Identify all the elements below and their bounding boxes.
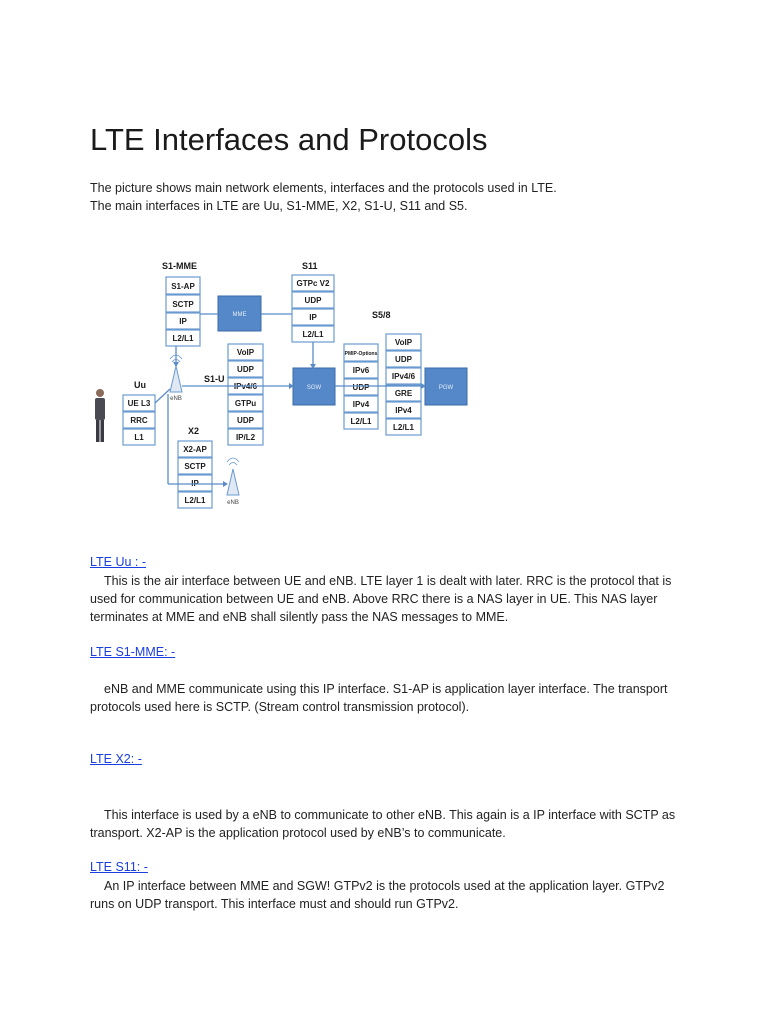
intro-paragraph: The picture shows main network elements,… (90, 179, 557, 215)
stack-label: X2-AP (183, 445, 207, 454)
stack-label: GRE (395, 389, 413, 398)
user-person-icon (95, 389, 105, 442)
section-text-s11: An IP interface between MME and SGW! GTP… (90, 879, 665, 911)
s1u-protocol-stack: VoIP UDP IPv4/6 GTPu UDP IP/L2 (227, 343, 264, 446)
mme-node (217, 295, 262, 332)
header-s58: S5/8 (372, 310, 391, 320)
stack-label: SCTP (172, 300, 194, 309)
sgw-label: SGW (307, 385, 322, 391)
section-heading-s11[interactable]: LTE S11: - (90, 860, 148, 874)
enb2-label: eNB (227, 500, 239, 506)
stack-label: IPv4/6 (392, 372, 416, 381)
stack-label: GTPc V2 (297, 279, 330, 288)
stack-label: UDP (305, 296, 323, 305)
stack-label: L1 (134, 433, 144, 442)
stack-label: IPv4 (395, 406, 412, 415)
connection-lines (154, 313, 426, 487)
stack-label: L2/L1 (351, 417, 372, 426)
header-s11: S11 (302, 261, 318, 271)
enb-label: eNB (170, 396, 182, 402)
uu-protocol-stack: UE L3 RRC L1 (122, 394, 156, 446)
intro-line: The picture shows main network elements,… (90, 181, 557, 195)
s58-protocol-stack: VoIP UDP IPv4/6 GRE IPv4 L2/L1 (385, 333, 422, 436)
stack-label: SCTP (184, 462, 206, 471)
pgw-label: PGW (439, 385, 454, 391)
stack-label: IPv4 (353, 400, 370, 409)
section-text-uu: This is the air interface between UE and… (90, 574, 672, 624)
stack-label: RRC (130, 416, 148, 425)
stack-label: PMIP-Options (345, 351, 378, 357)
section-text-s1mme: eNB and MME communicate using this IP in… (90, 682, 668, 714)
section-text-x2: This interface is used by a eNB to commu… (90, 808, 676, 840)
stack-label: L2/L1 (393, 423, 414, 432)
stack-label: VoIP (395, 338, 413, 347)
lte-architecture-diagram: S1-MME S11 S5/8 S1-U Uu X2 S1-AP SCTP IP… (95, 261, 468, 509)
header-s1u: S1-U (204, 374, 225, 384)
stack-label: L2/L1 (173, 334, 194, 343)
section-heading-uu[interactable]: LTE Uu : - (90, 555, 147, 569)
stack-label: L2/L1 (303, 330, 324, 339)
stack-label: UE L3 (128, 399, 151, 408)
stack-label: UDP (395, 355, 413, 364)
stack-label: IP (179, 317, 187, 326)
stack-label: UDP (353, 383, 371, 392)
pmip-protocol-stack: PMIP-Options IPv6 UDP IPv4 L2/L1 (343, 343, 379, 430)
stack-label: UDP (237, 365, 255, 374)
stack-label: IPv6 (353, 366, 370, 375)
intro-line: The main interfaces in LTE are Uu, S1-MM… (90, 199, 468, 213)
header-x2: X2 (188, 426, 199, 436)
enb2-tower-icon: eNB (226, 457, 240, 506)
stack-label: VoIP (237, 348, 255, 357)
stack-label: UDP (237, 416, 255, 425)
header-s1mme: S1-MME (162, 261, 197, 271)
mme-label: MME (233, 312, 247, 318)
enb-tower-icon: eNB (169, 354, 183, 402)
sgw-node (292, 367, 336, 406)
stack-label: GTPu (235, 399, 256, 408)
stack-label: S1-AP (171, 282, 195, 291)
section-heading-s1mme[interactable]: LTE S1-MME: - (90, 645, 176, 659)
stack-label: IP/L2 (236, 433, 256, 442)
stack-label: IP (309, 313, 317, 322)
section-heading-x2[interactable]: LTE X2: - (90, 752, 142, 766)
x2-protocol-stack: X2-AP SCTP IP L2/L1 (177, 440, 213, 509)
stack-label: L2/L1 (185, 496, 206, 505)
s1mme-protocol-stack: S1-AP SCTP IP L2/L1 (165, 276, 201, 347)
page-title: LTE Interfaces and Protocols (90, 122, 488, 157)
header-uu: Uu (134, 380, 146, 390)
s11-protocol-stack: GTPc V2 UDP IP L2/L1 (291, 274, 335, 343)
